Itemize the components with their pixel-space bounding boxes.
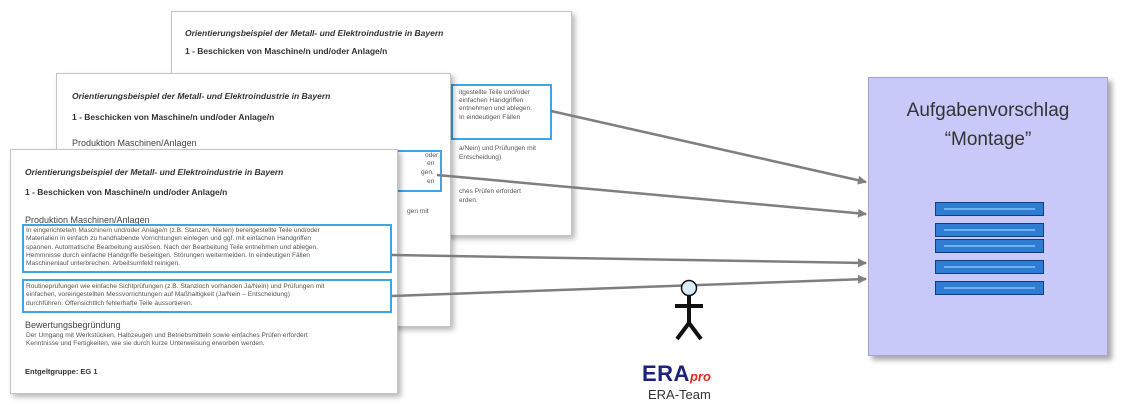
task-bar bbox=[935, 260, 1044, 274]
task-description-highlight bbox=[22, 224, 392, 273]
arrow-back-to-target bbox=[550, 109, 867, 185]
document-middle-fragment: gen. bbox=[421, 169, 434, 176]
document-front: Orientierungsbeispiel der Metall- und El… bbox=[10, 149, 398, 394]
pay-group-label: Entgeltgruppe: EG 1 bbox=[25, 367, 98, 376]
task-bar bbox=[935, 281, 1044, 295]
document-back-fragment: erden. bbox=[459, 197, 478, 204]
task-proposal-box: Aufgabenvorschlag “Montage” bbox=[868, 77, 1108, 356]
document-back-fragment: Entscheidung) bbox=[459, 154, 502, 161]
document-middle-subtitle: 1 - Beschicken von Maschine/n und/oder A… bbox=[72, 112, 275, 122]
arrow-check-to-target bbox=[391, 274, 867, 298]
text-line: durchführen. Offensichtlich fehlerhafte … bbox=[26, 299, 193, 307]
task-proposal-subtitle: “Montage” bbox=[944, 129, 1032, 150]
evaluation-text: Der Umgang mit Werkstücken, Halbzeugen u… bbox=[26, 332, 392, 349]
task-bar bbox=[935, 223, 1044, 237]
document-back-fragment: In eindeutigen Fällen bbox=[459, 114, 521, 121]
document-back-fragment: a/Nein) und Prüfungen mit bbox=[459, 145, 536, 152]
document-back-title: Orientierungsbeispiel der Metall- und El… bbox=[185, 28, 444, 38]
document-back-fragment: ches Prüfen erfordert bbox=[459, 188, 521, 195]
document-middle-title: Orientierungsbeispiel der Metall- und El… bbox=[72, 91, 331, 101]
document-middle-fragment: oder bbox=[425, 152, 439, 159]
text-line: In eingerichtete/n Maschine/n und/oder A… bbox=[26, 227, 320, 234]
document-front-section-production: Produktion Maschinen/Anlagen bbox=[25, 215, 150, 225]
text-line: Materialien in einfach zu handhabende Vo… bbox=[26, 235, 312, 243]
task-description-text: In eingerichtete/n Maschine/n und/oder A… bbox=[26, 227, 392, 268]
text-line: Routineprüfungen wie einfache Sichtprüfu… bbox=[26, 283, 325, 290]
text-line: Der Umgang mit Werkstücken, Halbzeugen u… bbox=[26, 332, 308, 339]
routine-check-text: Routineprüfungen wie einfache Sichtprüfu… bbox=[26, 283, 392, 308]
document-middle-fragment: en bbox=[427, 160, 435, 167]
document-back-subtitle: 1 - Beschicken von Maschine/n und/oder A… bbox=[185, 46, 388, 56]
routine-check-highlight bbox=[22, 279, 392, 313]
arrow-task-to-target bbox=[391, 253, 867, 268]
text-line: spannen. Automatische Bearbeitung auslös… bbox=[26, 243, 319, 251]
text-line: einfachen, voreingestellten Messvorricht… bbox=[26, 291, 290, 299]
text-line: Kenntnisse und Fertigkeiten, wie sie dur… bbox=[26, 340, 265, 348]
document-front-subtitle: 1 - Beschicken von Maschine/n und/oder A… bbox=[25, 187, 228, 197]
person-icon bbox=[675, 279, 703, 341]
document-front-title: Orientierungsbeispiel der Metall- und El… bbox=[25, 167, 284, 177]
task-bar bbox=[935, 202, 1044, 216]
document-back-fragment: entnehmen und ablegen. bbox=[459, 105, 532, 112]
era-logo-suffix: pro bbox=[689, 369, 711, 384]
task-bar bbox=[935, 239, 1044, 253]
document-middle-fragment: en bbox=[427, 178, 435, 185]
document-front-section-evaluation: Bewertungsbegründung bbox=[25, 320, 121, 330]
era-logo-main: ERA bbox=[642, 361, 690, 386]
era-team-label: ERA-Team bbox=[648, 387, 711, 402]
document-back-fragment: itgestellte Teile und/oder bbox=[459, 89, 530, 96]
text-line: Maschinenlauf unterbrechen. Arbeitsumfel… bbox=[26, 260, 180, 268]
document-middle-section-title: Produktion Maschinen/Anlagen bbox=[72, 138, 197, 148]
era-pro-logo: ERApro bbox=[642, 361, 711, 387]
text-line: Hemmnisse durch einfache Handgriffe bese… bbox=[26, 251, 310, 259]
task-proposal-title: Aufgabenvorschlag bbox=[906, 100, 1070, 121]
document-middle-fragment: gen mit bbox=[407, 208, 429, 215]
arrow-middle-to-target bbox=[436, 173, 867, 218]
document-back-fragment: einfachen Handgriffen bbox=[459, 97, 524, 104]
